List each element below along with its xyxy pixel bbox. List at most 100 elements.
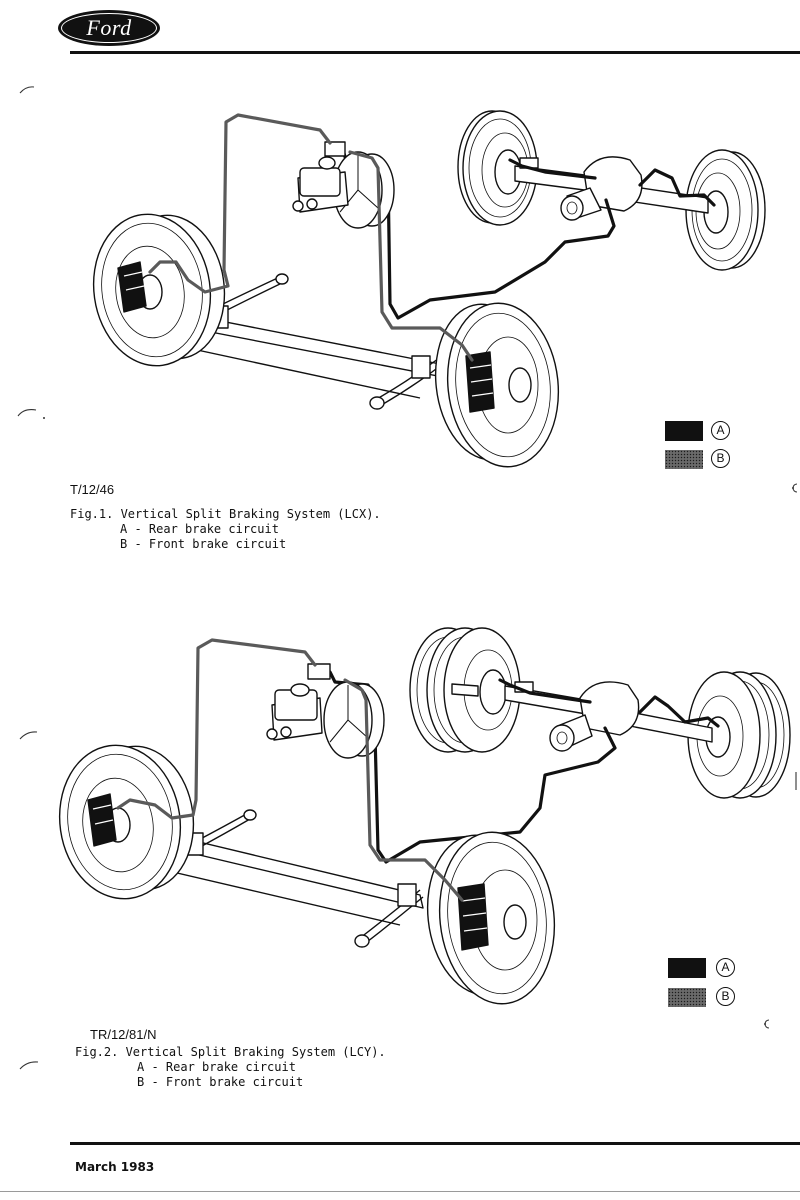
fig2-legend-text-a: A - Rear brake circuit	[137, 1060, 296, 1074]
fig1-legend-key-a: A	[711, 421, 730, 440]
pinion-flange	[560, 195, 584, 221]
pinion-flange	[549, 724, 575, 752]
fig2-rear-left-twin-wheel	[409, 627, 521, 753]
fig1-rear-axle	[514, 156, 709, 221]
binding-speck	[764, 1023, 766, 1025]
axle-clamp	[397, 883, 417, 907]
tyre-tread-line	[67, 753, 173, 891]
differential-housing	[583, 156, 643, 212]
caliper-hatch	[463, 927, 488, 932]
caliper-hatch	[94, 819, 114, 825]
binding-mark	[764, 1019, 770, 1029]
rear-left-pipe	[508, 158, 597, 180]
reservoir-cap	[290, 683, 310, 697]
front-tie-rod	[159, 341, 421, 399]
brake-caliper	[465, 351, 495, 413]
fluid-reservoir	[299, 167, 341, 197]
rear-right-pipe	[638, 168, 716, 207]
front-right-pipe	[348, 150, 474, 362]
fig2-legend-key-b: B	[716, 987, 735, 1006]
wheel-rim	[115, 245, 185, 339]
fig1-master-cylinder-servo	[292, 141, 395, 229]
fig2-front-left-wheel	[58, 744, 195, 900]
fig1-legend-key-b: B	[711, 449, 730, 468]
differential-housing	[579, 681, 640, 736]
margin-mark	[17, 409, 37, 417]
margin-mark	[19, 731, 38, 740]
hub	[508, 367, 532, 403]
servo-rib	[339, 189, 359, 213]
margin-speck	[43, 417, 45, 419]
fig2-legend-swatch-a	[668, 958, 706, 978]
fig2-legend-text-b: B - Front brake circuit	[137, 1075, 304, 1089]
binding-mark	[792, 483, 798, 493]
servo-rib	[347, 719, 369, 739]
tyre-tread-line	[455, 312, 551, 458]
fig1-front-left-wheel	[92, 213, 226, 367]
axle-clamp	[411, 355, 431, 379]
servo-rib	[329, 719, 349, 743]
logo-wordmark: Ford	[86, 14, 132, 40]
caliper-hatch	[469, 364, 492, 369]
margin-mark	[19, 86, 35, 94]
caliper-hatch	[461, 897, 486, 902]
ford-logo: Ford	[58, 10, 160, 46]
fig1-legend-swatch-a	[665, 421, 703, 441]
fig1-rear-right-wheel	[685, 149, 766, 271]
rear-right-pipe	[638, 695, 720, 728]
pressure-switch	[324, 141, 346, 157]
outlet-port	[280, 726, 292, 738]
tyre-tread-line	[447, 841, 547, 995]
fig1-legend-text-a: A - Rear brake circuit	[120, 522, 279, 536]
fig1-front-right-wheel	[434, 302, 560, 468]
fig1-brake-system-illustration	[92, 110, 766, 468]
tyre-outer	[438, 831, 556, 1005]
fig2-brake-system-illustration	[58, 627, 791, 1005]
fig2-front-right-wheel	[426, 831, 556, 1005]
page-bottom-edge	[0, 1191, 800, 1192]
fig1-front-circuit-b	[148, 113, 474, 362]
fig2-front-circuit-b	[116, 638, 464, 902]
rear-left-pipe	[498, 678, 592, 704]
brake-caliper	[457, 883, 489, 951]
binding-speck	[792, 487, 794, 489]
caliper-hatch	[471, 392, 494, 397]
front-left-pipe	[116, 638, 317, 820]
front-left-pipe	[148, 113, 332, 294]
fig1-legend-text-b: B - Front brake circuit	[120, 537, 287, 551]
outlet-port	[266, 728, 278, 740]
tyre-tread-line	[101, 222, 203, 358]
fig1-drawing-code: T/12/46	[70, 482, 115, 497]
footer-date: March 1983	[75, 1160, 155, 1174]
front-beam-axle	[169, 834, 424, 909]
fig2-master-cylinder-servo	[266, 663, 385, 759]
caliper-hatch	[123, 271, 143, 277]
servo-rib	[357, 189, 379, 209]
spring-eye	[275, 273, 289, 285]
brake-caliper	[117, 261, 147, 313]
hub-shaft	[451, 683, 479, 697]
spring-eye	[369, 396, 385, 410]
outlet-port	[306, 198, 318, 210]
reservoir-cap	[318, 156, 336, 170]
pinion-flange-bore	[566, 201, 578, 215]
caliper-hatch	[470, 378, 493, 383]
hub	[503, 904, 527, 940]
brake-caliper	[87, 793, 117, 847]
fig2-rear-right-twin-wheel	[687, 671, 791, 799]
caliper-hatch	[462, 912, 487, 917]
margin-mark	[19, 1061, 39, 1070]
tyre-outer	[446, 302, 560, 468]
header-rule	[70, 51, 800, 54]
outlet-port	[292, 200, 304, 212]
brake-drum	[479, 669, 507, 715]
fig1-legend-swatch-b	[665, 450, 703, 469]
fig2-legend-swatch-b	[668, 988, 706, 1007]
pressure-switch	[307, 663, 331, 680]
spring-eye	[354, 934, 370, 948]
caliper-hatch	[92, 804, 112, 810]
fig1-caption: Fig.1. Vertical Split Braking System (LC…	[70, 507, 381, 521]
fig2-legend-key-a: A	[716, 958, 735, 977]
logo-pinstripe: Ford	[61, 13, 157, 43]
